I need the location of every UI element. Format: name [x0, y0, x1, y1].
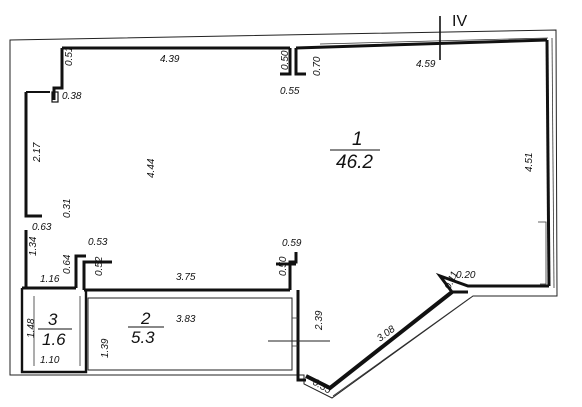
dim-notch-top-gap: 0.70 [312, 56, 323, 76]
room-1-number: 1 [352, 129, 363, 150]
window-diagonal [332, 297, 471, 397]
wall-right [545, 39, 551, 287]
wall-diagonal [305, 290, 454, 391]
pillar-block [51, 91, 59, 103]
dim-left-upper: 2.17 [32, 142, 43, 163]
dim-notch-top-d: 0.55 [280, 86, 300, 97]
dim-notch-b1-top: 0.53 [88, 237, 108, 248]
dim-pillar-top-w: 0.51 [64, 47, 75, 66]
dim-right-wall: 4.51 [524, 153, 535, 172]
room-1-area: 46.2 [336, 152, 373, 173]
dim-notch-b2-top: 0.59 [282, 238, 302, 249]
dim-bath-top: 3.75 [176, 272, 196, 283]
dim-notch-b1-b: 0.52 [94, 256, 105, 276]
room-2-door [292, 317, 298, 347]
window-right [551, 37, 555, 289]
dim-bath-inner-w: 3.83 [176, 314, 196, 325]
dim-notch-b2-side: 0.50 [278, 256, 289, 276]
dim-top-left: 4.39 [160, 54, 180, 65]
dim-wc-w: 1.10 [40, 355, 60, 366]
dim-left-notch-w: 0.63 [32, 222, 52, 233]
pillar-top-left [52, 48, 64, 100]
dim-pillar-top-d: 0.38 [62, 91, 82, 102]
dim-bottom-corner: 0.35 [311, 377, 334, 396]
notch-top [280, 48, 306, 76]
section-marker-label: IV [452, 13, 467, 30]
wall-top-inner [319, 37, 549, 45]
room-3-outline [20, 288, 88, 374]
room-2-outline [87, 297, 293, 371]
dim-notch-top-w: 0.50 [280, 50, 291, 70]
wall-left [24, 92, 42, 288]
room-2-area: 5.3 [131, 328, 155, 347]
dim-left-lower: 1.34 [28, 236, 39, 256]
dim-left-bottom: 1.16 [40, 274, 60, 285]
notch-b2 [276, 252, 298, 290]
notch-b1 [74, 254, 112, 290]
room-2-number: 2 [140, 309, 151, 328]
dim-left-notch-h: 0.31 [62, 199, 73, 218]
wall-top [62, 38, 548, 50]
dim-notch-b1-a: 0.64 [62, 254, 73, 274]
dim-top-right: 4.59 [416, 59, 436, 70]
wall-bath-top [22, 286, 290, 292]
dim-room-height: 4.44 [146, 158, 157, 178]
room-3-area: 1.6 [42, 330, 66, 349]
outer-frame [9, 29, 558, 399]
dim-angle-top: 0.20 [456, 270, 476, 281]
dim-wc-h: 1.48 [26, 318, 37, 338]
dim-wc-door: 1.39 [100, 338, 111, 358]
room-3-inner [33, 296, 81, 366]
door-right [538, 221, 547, 285]
dim-bath-depth: 2.39 [314, 310, 325, 331]
room-3-number: 3 [48, 310, 58, 329]
wall-angle [435, 272, 549, 294]
room-2-right-wall [296, 290, 306, 382]
